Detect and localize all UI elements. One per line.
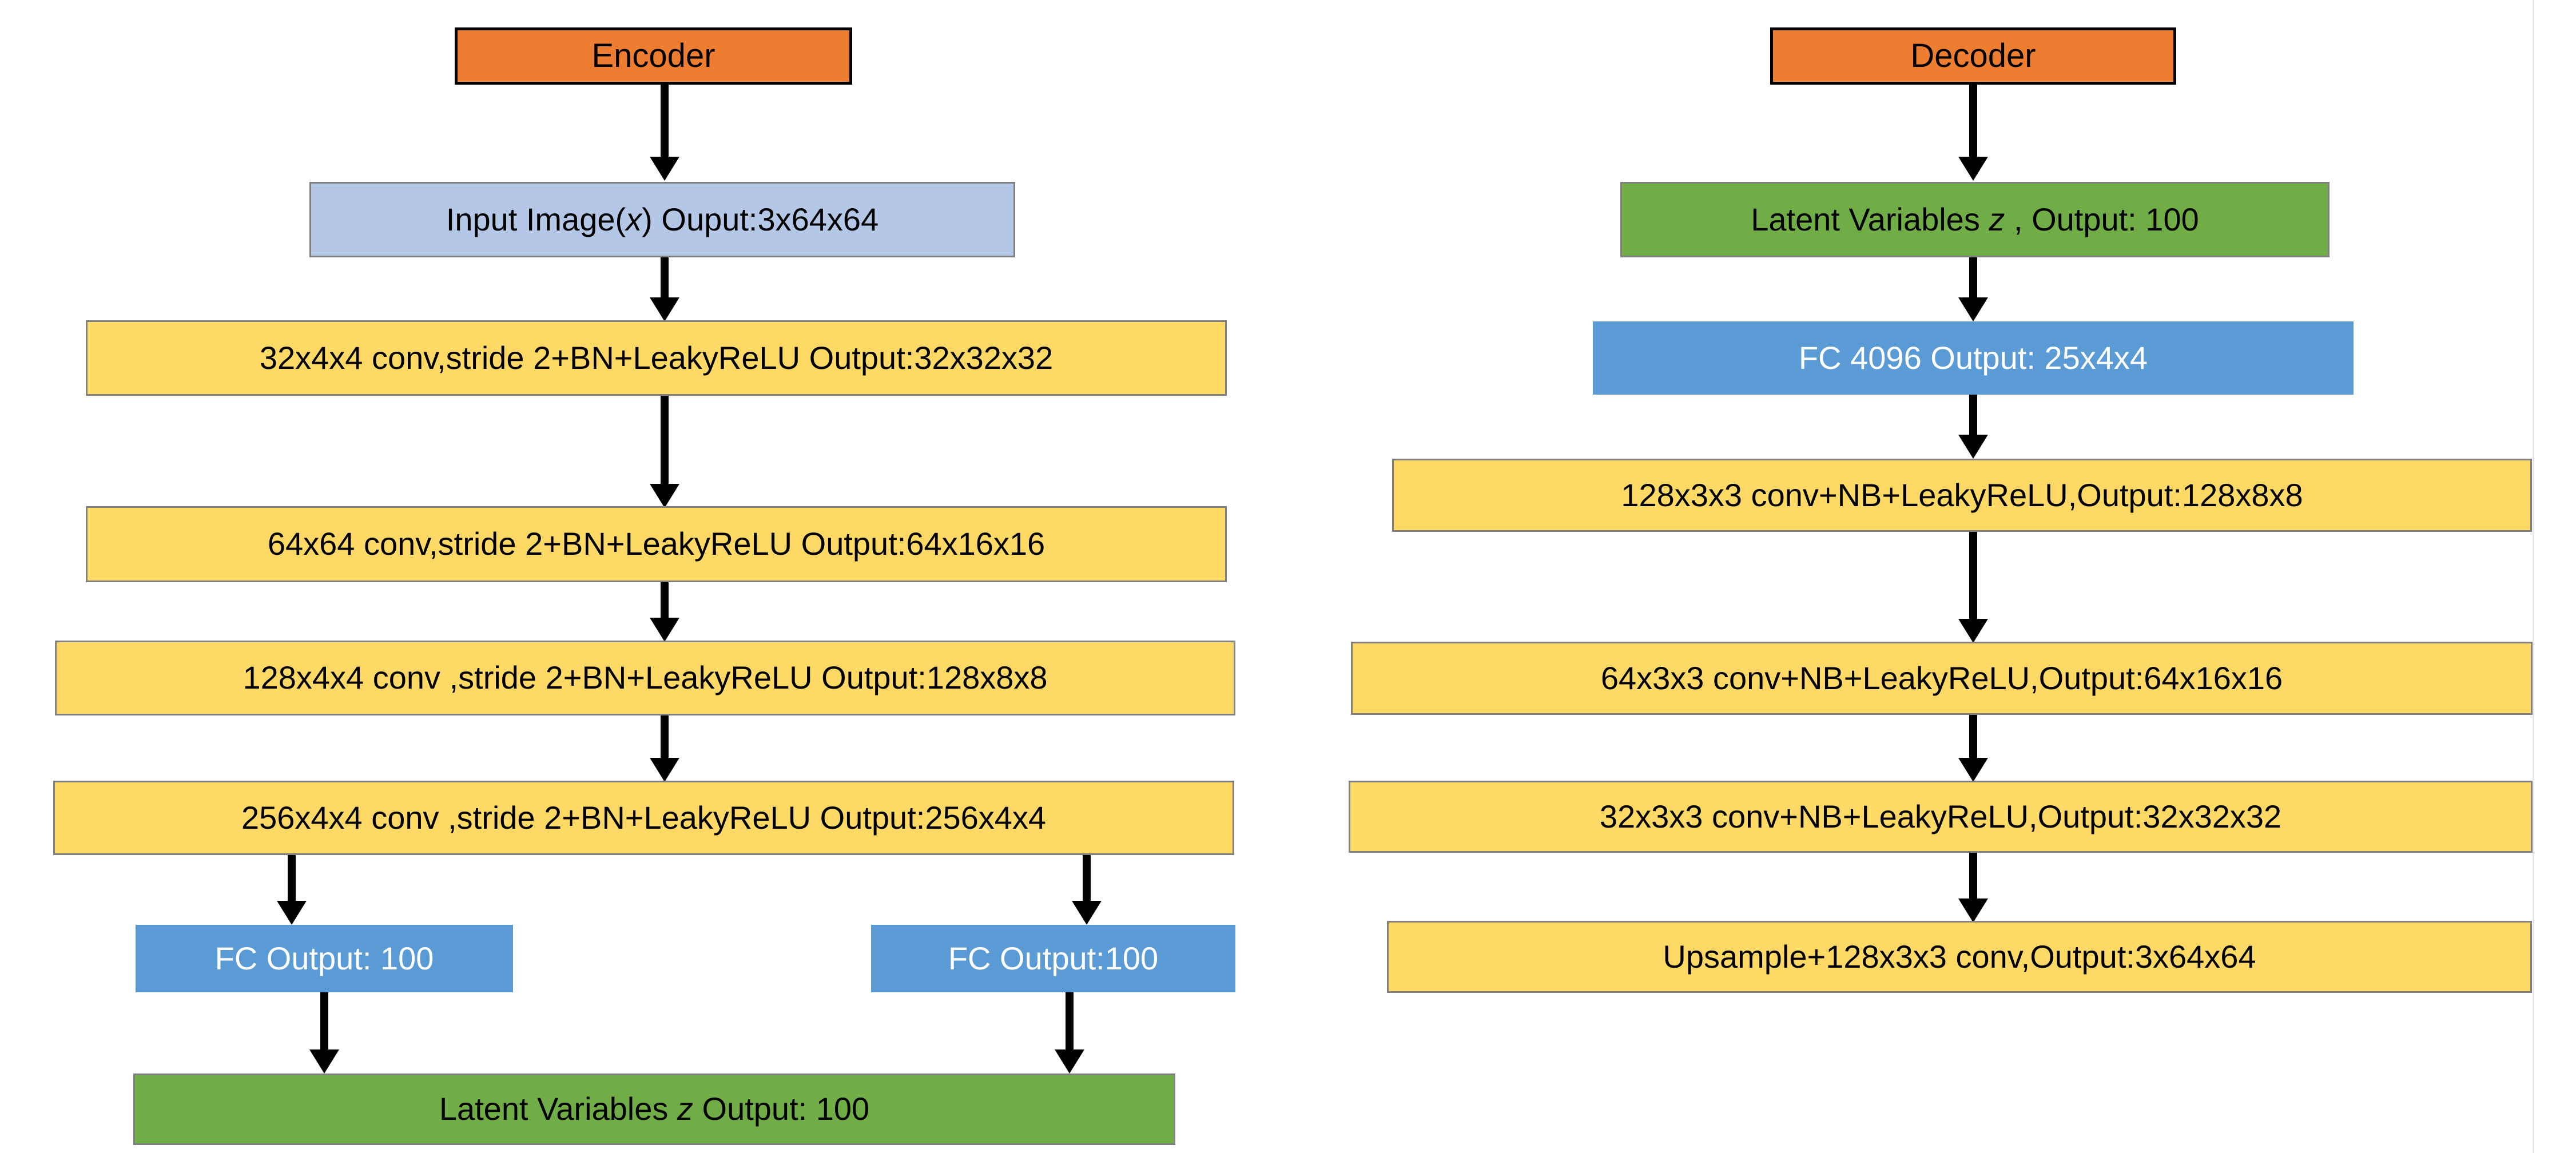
slide-edge-guide bbox=[2533, 0, 2534, 1153]
encoder-fc-mu-box: FC Output: 100 bbox=[136, 925, 513, 992]
arrow-encoder-to-input bbox=[647, 85, 682, 181]
arrow-fc-sigma-to-latent bbox=[1052, 992, 1087, 1074]
encoder-fc-sigma-label: FC Output:100 bbox=[948, 940, 1159, 976]
decoder-upsample-box: Upsample+128x3x3 conv,Output:3x64x64 bbox=[1387, 921, 2532, 993]
decoder-conv128-box: 128x3x3 conv+NB+LeakyReLU,Output:128x8x8 bbox=[1392, 459, 2532, 532]
encoder-fc-mu-label: FC Output: 100 bbox=[214, 940, 434, 976]
decoder-latent-label: Latent Variables z , Output: 100 bbox=[1751, 201, 2199, 237]
encoder-conv128-box: 128x4x4 conv ,stride 2+BN+LeakyReLU Outp… bbox=[55, 641, 1235, 715]
encoder-conv64-box: 64x64 conv,stride 2+BN+LeakyReLU Output:… bbox=[86, 506, 1227, 582]
encoder-conv128-label: 128x4x4 conv ,stride 2+BN+LeakyReLU Outp… bbox=[243, 659, 1048, 696]
arrow-conv128-to-conv64 bbox=[1956, 532, 1990, 643]
decoder-fc4096-box: FC 4096 Output: 25x4x4 bbox=[1593, 321, 2354, 395]
encoder-header-label: Encoder bbox=[591, 37, 715, 74]
arrow-conv32-to-upsample bbox=[1956, 853, 1990, 923]
encoder-conv64-label: 64x64 conv,stride 2+BN+LeakyReLU Output:… bbox=[267, 526, 1045, 562]
decoder-upsample-label: Upsample+128x3x3 conv,Output:3x64x64 bbox=[1663, 938, 2256, 975]
encoder-input-image-label: Input Image(x) Ouput:3x64x64 bbox=[446, 201, 879, 237]
arrow-conv256-to-fc-mu bbox=[275, 855, 309, 925]
encoder-header: Encoder bbox=[455, 27, 852, 85]
decoder-header: Decoder bbox=[1770, 27, 2176, 85]
arrow-conv256-to-fc-sigma bbox=[1070, 855, 1104, 925]
decoder-conv128-label: 128x3x3 conv+NB+LeakyReLU,Output:128x8x8 bbox=[1621, 476, 2303, 513]
encoder-conv32-label: 32x4x4 conv,stride 2+BN+LeakyReLU Output… bbox=[259, 339, 1054, 376]
arrow-input-to-conv32 bbox=[647, 257, 682, 321]
arrow-decoder-to-latent bbox=[1956, 85, 1990, 181]
encoder-latent-box: Latent Variables z Output: 100 bbox=[133, 1074, 1175, 1145]
decoder-conv32-box: 32x3x3 conv+NB+LeakyReLU,Output:32x32x32 bbox=[1349, 781, 2533, 853]
arrow-conv64-to-conv32 bbox=[1956, 715, 1990, 782]
decoder-conv64-box: 64x3x3 conv+NB+LeakyReLU,Output:64x16x16 bbox=[1351, 642, 2533, 715]
encoder-fc-sigma-box: FC Output:100 bbox=[871, 925, 1235, 992]
encoder-conv32-box: 32x4x4 conv,stride 2+BN+LeakyReLU Output… bbox=[86, 320, 1227, 396]
arrow-fc-mu-to-latent bbox=[307, 992, 341, 1074]
decoder-latent-box: Latent Variables z , Output: 100 bbox=[1620, 182, 2329, 257]
arrow-conv64-to-conv128 bbox=[647, 582, 682, 642]
decoder-fc4096-label: FC 4096 Output: 25x4x4 bbox=[1798, 339, 2148, 376]
arrow-fc4096-to-conv128 bbox=[1956, 395, 1990, 459]
encoder-latent-label: Latent Variables z Output: 100 bbox=[439, 1091, 870, 1127]
decoder-header-label: Decoder bbox=[1910, 37, 2036, 74]
arrow-latent-to-fc4096 bbox=[1956, 257, 1990, 321]
arrow-conv32-to-conv64 bbox=[647, 396, 682, 508]
encoder-conv256-box: 256x4x4 conv ,stride 2+BN+LeakyReLU Outp… bbox=[53, 781, 1234, 855]
encoder-conv256-label: 256x4x4 conv ,stride 2+BN+LeakyReLU Outp… bbox=[241, 799, 1047, 836]
decoder-conv32-label: 32x3x3 conv+NB+LeakyReLU,Output:32x32x32 bbox=[1599, 798, 2282, 834]
decoder-conv64-label: 64x3x3 conv+NB+LeakyReLU,Output:64x16x16 bbox=[1600, 659, 2283, 696]
encoder-input-image-box: Input Image(x) Ouput:3x64x64 bbox=[309, 182, 1015, 257]
arrow-conv128-to-conv256 bbox=[647, 715, 682, 782]
